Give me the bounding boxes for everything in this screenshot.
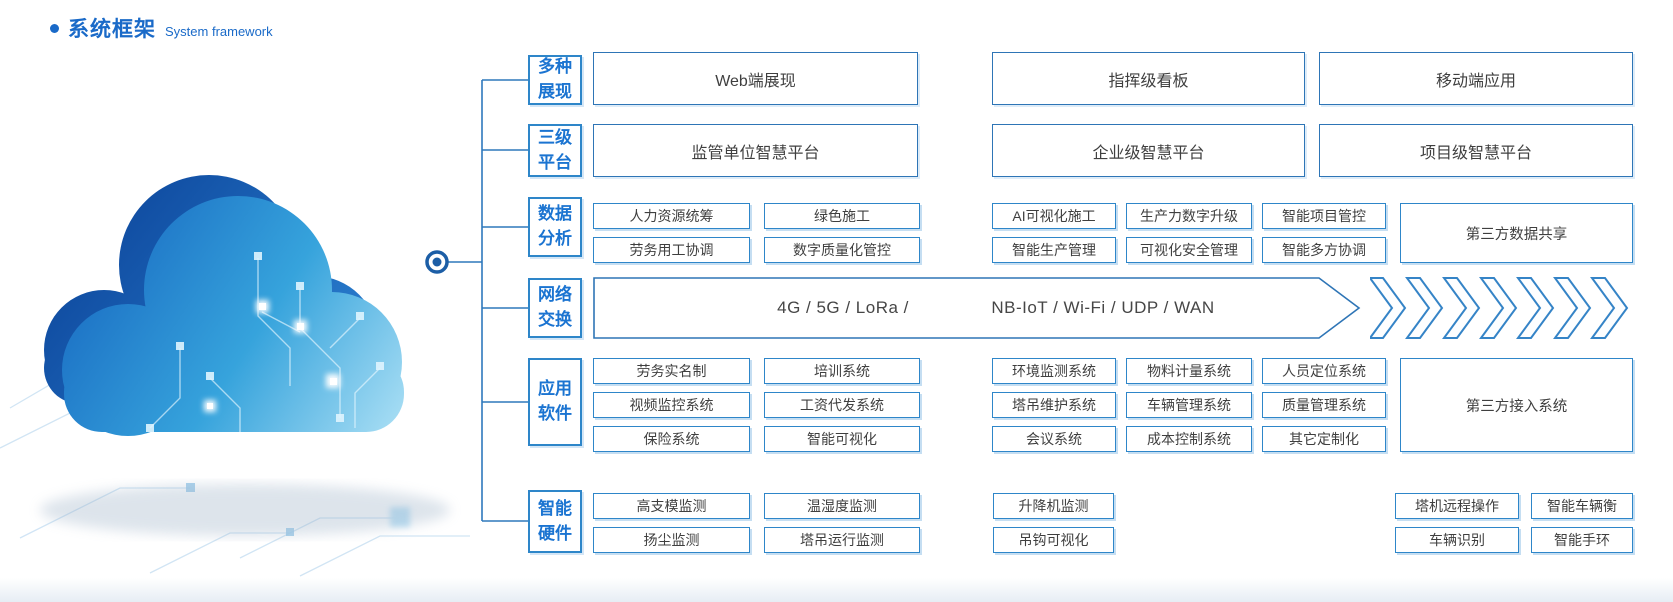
category-label: 智能 — [538, 498, 572, 518]
box-regulator-platform: 监管单位智慧平台 — [593, 124, 918, 177]
app-software-box: 环境监测系统 — [992, 358, 1116, 384]
hardware-box: 车辆识别 — [1395, 527, 1519, 553]
box-mobile-app: 移动端应用 — [1319, 52, 1633, 105]
category-label: 硬件 — [538, 523, 572, 543]
box-enterprise-platform: 企业级智慧平台 — [992, 124, 1305, 177]
hardware-box: 塔机远程操作 — [1395, 493, 1519, 519]
box-project-platform: 项目级智慧平台 — [1319, 124, 1633, 177]
category-label: 软件 — [538, 404, 572, 423]
app-software-box: 塔吊维护系统 — [992, 392, 1116, 418]
data-analysis-box: 数字质量化管控 — [764, 237, 920, 263]
hardware-box: 吊钩可视化 — [993, 527, 1114, 553]
app-software-box: 人员定位系统 — [1262, 358, 1386, 384]
page-title: 系统框架 System framework — [50, 13, 273, 43]
app-software-box: 质量管理系统 — [1262, 392, 1386, 418]
hardware-box: 扬尘监测 — [593, 527, 750, 553]
category-label: 数据 — [538, 204, 572, 224]
category-label: 平台 — [538, 152, 572, 172]
category-label: 展现 — [538, 82, 572, 101]
category-label: 交换 — [538, 310, 572, 329]
hardware-box: 智能车辆衡 — [1531, 493, 1633, 519]
category-smart-hardware: 智能硬件 — [528, 490, 582, 553]
data-analysis-box: 智能多方协调 — [1262, 237, 1386, 263]
app-software-box: 智能可视化 — [764, 426, 920, 452]
app-software-box: 劳务实名制 — [593, 358, 750, 384]
box-command-dashboard: 指挥级看板 — [992, 52, 1305, 105]
data-analysis-box: 智能生产管理 — [992, 237, 1116, 263]
category-multi-display: 多种展现 — [528, 55, 582, 105]
hardware-box: 塔吊运行监测 — [764, 527, 920, 553]
hardware-box: 智能手环 — [1531, 527, 1633, 553]
app-software-box: 工资代发系统 — [764, 392, 920, 418]
hardware-box: 高支模监测 — [593, 493, 750, 519]
app-software-box: 保险系统 — [593, 426, 750, 452]
data-analysis-box: 人力资源统筹 — [593, 203, 750, 229]
box-web-display: Web端展现 — [593, 52, 918, 105]
app-software-box: 车辆管理系统 — [1126, 392, 1252, 418]
data-analysis-box: 可视化安全管理 — [1126, 237, 1252, 263]
title-zh: 系统框架 — [68, 18, 156, 41]
data-analysis-box: 智能项目管控 — [1262, 203, 1386, 229]
category-application-software: 应用软件 — [528, 358, 582, 446]
category-data-analysis: 数据分析 — [528, 197, 582, 257]
side-box-third-party-data-share: 第三方数据共享 — [1400, 203, 1633, 263]
bullet-icon — [50, 24, 59, 33]
data-analysis-box: 劳务用工协调 — [593, 237, 750, 263]
category-three-level-platform: 三级平台 — [528, 124, 582, 177]
app-software-box: 培训系统 — [764, 358, 920, 384]
network-protocols-right: NB-IoT / Wi-Fi / UDP / WAN — [991, 298, 1215, 317]
data-analysis-box: 绿色施工 — [764, 203, 920, 229]
category-label: 网络 — [538, 285, 572, 305]
category-label: 应用 — [538, 379, 572, 399]
app-software-box: 会议系统 — [992, 426, 1116, 452]
cloud-illustration — [0, 175, 470, 577]
app-software-box: 视频监控系统 — [593, 392, 750, 418]
title-en: System framework — [165, 24, 273, 39]
category-network-exchange: 网络交换 — [528, 278, 582, 338]
app-software-box: 其它定制化 — [1262, 426, 1386, 452]
network-arrow: 4G / 5G / LoRa / NB-IoT / Wi-Fi / UDP / … — [593, 277, 1363, 339]
hardware-box: 升降机监测 — [993, 493, 1114, 519]
flow-chevrons-icon — [1370, 277, 1628, 339]
category-label: 分析 — [538, 229, 572, 248]
app-software-box: 物料计量系统 — [1126, 358, 1252, 384]
category-label: 三级 — [538, 127, 572, 147]
network-protocols-left: 4G / 5G / LoRa / — [777, 298, 909, 317]
hardware-box: 温湿度监测 — [764, 493, 920, 519]
app-software-box: 成本控制系统 — [1126, 426, 1252, 452]
category-label: 多种 — [538, 57, 572, 77]
data-analysis-box: AI可视化施工 — [992, 203, 1116, 229]
data-analysis-box: 生产力数字升级 — [1126, 203, 1252, 229]
bottom-gradient — [0, 578, 1673, 602]
side-box-third-party-access: 第三方接入系统 — [1400, 358, 1633, 452]
